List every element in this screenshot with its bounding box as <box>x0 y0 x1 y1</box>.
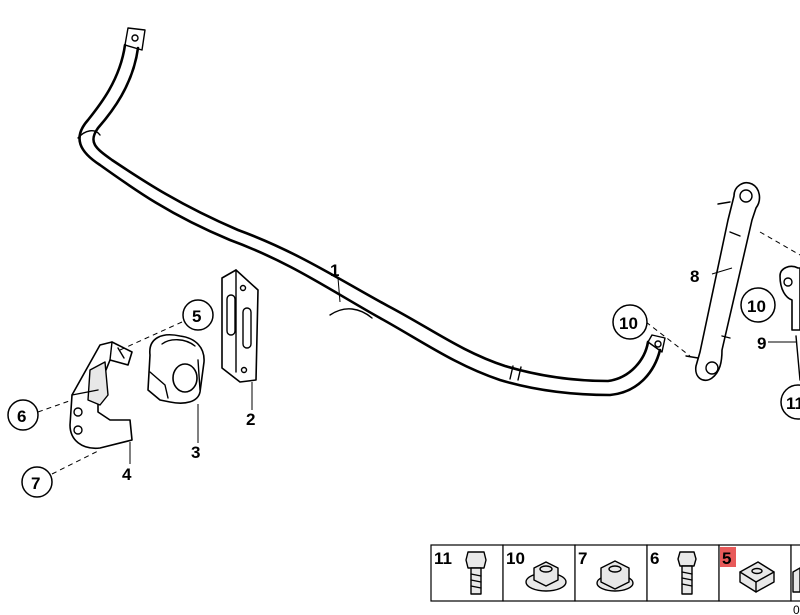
callout-10b-circle: 10 <box>740 287 776 323</box>
swing-support <box>685 181 761 382</box>
callout-1: 1 <box>330 261 339 280</box>
bolt-icon <box>677 551 697 595</box>
stabilizer-link-part-9 <box>779 265 800 381</box>
strip-cell-7-number: 7 <box>578 549 587 568</box>
callout-3: 3 <box>191 443 200 462</box>
shim-plate <box>221 269 259 383</box>
callout-2: 2 <box>246 410 255 429</box>
callout-7: 7 <box>31 474 40 493</box>
bolt-icon <box>465 551 487 595</box>
callout-10a-circle: 10 <box>612 304 648 340</box>
strip-cell-6[interactable]: 6 <box>646 544 720 602</box>
callout-6-circle: 6 <box>7 399 39 431</box>
strip-cell-10-number: 10 <box>506 549 525 568</box>
rubber-mounting <box>147 334 205 404</box>
callout-10a: 10 <box>619 314 638 333</box>
callout-10b: 10 <box>747 297 766 316</box>
strip-cell-11[interactable]: 11 <box>430 544 504 602</box>
strip-cell-10[interactable]: 10 <box>502 544 576 602</box>
callout-6: 6 <box>17 407 26 426</box>
strip-cell-11-number: 11 <box>434 549 452 568</box>
hex-nut-icon <box>596 560 634 592</box>
strip-cell-6-number: 6 <box>650 549 659 568</box>
parts-strip: 11 10 7 <box>430 544 800 615</box>
strip-cell-partial: 0 <box>790 544 800 615</box>
leader-lines <box>37 231 800 475</box>
square-nut-icon <box>739 561 775 593</box>
callout-4: 4 <box>122 465 132 484</box>
callout-8: 8 <box>690 267 699 286</box>
callout-5-circle: 5 <box>182 299 214 331</box>
strip-cell-7[interactable]: 7 <box>574 544 648 602</box>
callout-7-circle: 7 <box>21 466 53 498</box>
strip-cell-5[interactable]: 5 <box>718 544 792 602</box>
callout-9: 9 <box>757 334 766 353</box>
stabilizer-bar <box>77 27 666 397</box>
callout-11-circle: 11 <box>780 384 800 420</box>
callout-11: 11 <box>786 394 800 413</box>
highlight-box <box>720 547 736 567</box>
flange-nut-icon <box>525 561 567 592</box>
callout-5: 5 <box>192 307 201 326</box>
strip-trailing-text: 0 <box>793 603 800 615</box>
bracket <box>69 341 133 450</box>
callouts: 1 2 3 4 5 6 7 8 9 10 10 11 <box>7 261 800 498</box>
strip-cell-5-number: 5 <box>722 549 731 568</box>
